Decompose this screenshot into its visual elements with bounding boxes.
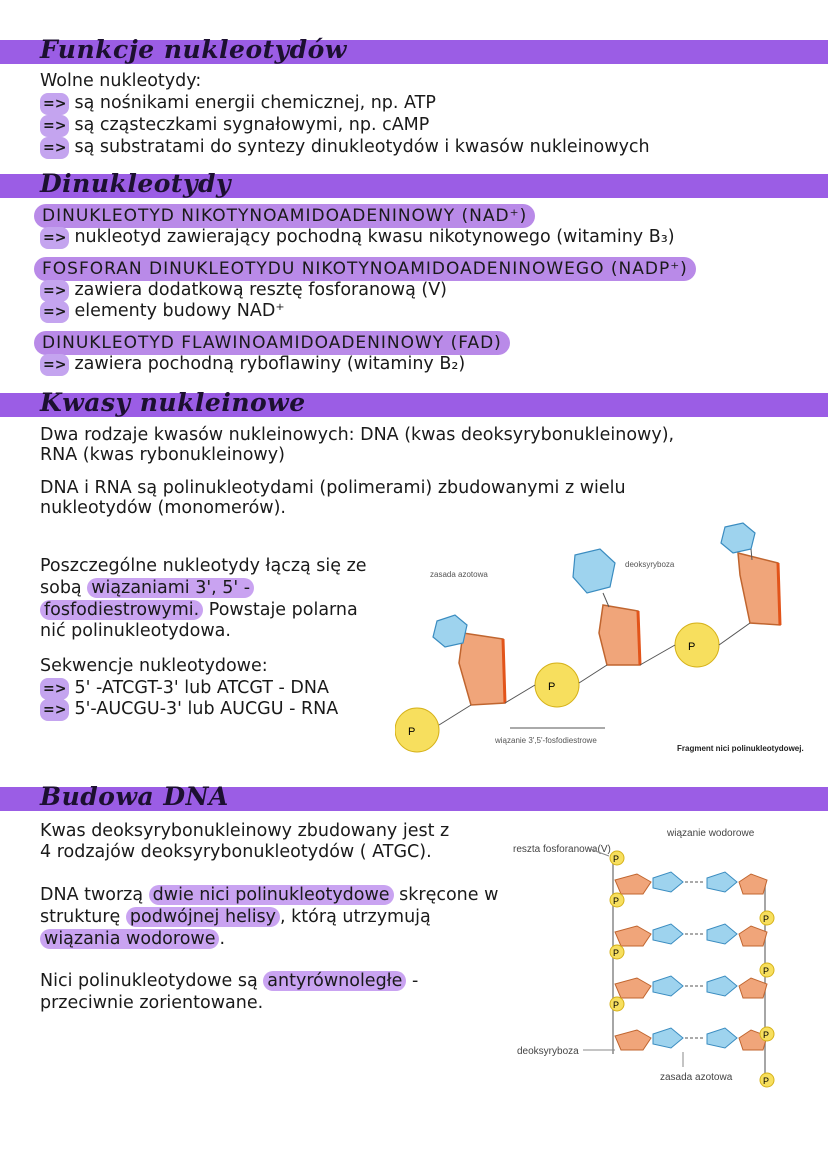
base-ring <box>572 548 616 594</box>
phosphate-circle <box>674 622 720 668</box>
sugar-ring <box>737 552 781 626</box>
base-ring <box>720 522 756 554</box>
paragraph-line: przeciwnie zorientowane. <box>40 993 264 1013</box>
base-ring <box>432 614 468 648</box>
list-item: =>są cząsteczkami sygnałowymi, np. cAMP <box>40 114 429 137</box>
paragraph-line: Sekwencje nukleotydowe: <box>40 656 268 676</box>
svg-text:P: P <box>763 914 769 924</box>
label-wiazanie-wodorowe: wiązanie wodorowe <box>666 828 755 839</box>
phosphate-circle <box>534 662 580 708</box>
svg-text:P: P <box>613 854 619 864</box>
svg-text:P: P <box>763 1076 769 1086</box>
highlight: podwójnej helisy <box>125 907 281 927</box>
svg-text:P: P <box>763 1030 769 1040</box>
list-item: =>są nośnikami energii chemicznej, np. A… <box>40 92 436 115</box>
paragraph-line: RNA (kwas rybonukleinowy) <box>40 445 285 465</box>
svg-text:P: P <box>408 726 415 738</box>
arrow-icon: => <box>40 137 70 159</box>
polynucleotide-figure: P P P zasada azotowa deoksyryboza wiązan… <box>395 522 804 753</box>
section-title-funkcje: Funkcje nukleotydów <box>40 35 347 64</box>
paragraph-line: strukturę podwójnej helisy, którą utrzym… <box>40 907 431 927</box>
arrow-icon: => <box>40 354 70 376</box>
svg-text:P: P <box>613 948 619 958</box>
section-header-band <box>0 393 828 417</box>
base-pair-row <box>614 871 768 895</box>
nad-heading: DINUKLEOTYD NIKOTYNOAMIDOADENINOWY (NAD⁺… <box>34 204 536 228</box>
intro-text: Wolne nukleotydy: <box>40 71 202 91</box>
list-item: =>5' -ATCGT-3' lub ATCGT - DNA <box>40 677 329 700</box>
paragraph-line: nukleotydów (monomerów). <box>40 498 286 518</box>
base-pair-row <box>614 1027 768 1051</box>
phosphate-left: P P P P <box>609 850 625 1012</box>
svg-text:P: P <box>548 681 555 693</box>
paragraph-line: DNA i RNA są polinukleotydami (polimeram… <box>40 478 626 498</box>
label-deoksyryboza: deoksyryboza <box>517 1046 579 1057</box>
highlight: antyrównoległe <box>263 971 407 991</box>
paragraph-line: Poszczególne nukleotydy łączą się ze <box>40 556 367 576</box>
list-item: =>zawiera dodatkową resztę fosforanową (… <box>40 279 447 302</box>
highlight: wiązania wodorowe <box>40 929 220 949</box>
arrow-icon: => <box>40 93 70 115</box>
paragraph-line: Dwa rodzaje kwasów nukleinowych: DNA (kw… <box>40 425 675 445</box>
list-item: =>zawiera pochodną ryboflawiny (witaminy… <box>40 353 465 376</box>
arrow-icon: => <box>40 115 70 137</box>
figure-caption: Fragment nici polinukleotydowej. <box>677 744 804 753</box>
list-item: =>nukleotyd zawierający pochodną kwasu n… <box>40 226 675 249</box>
fad-heading: DINUKLEOTYD FLAWINOAMIDOADENINOWY (FAD) <box>34 331 510 355</box>
list-item: =>elementy budowy NAD⁺ <box>40 300 285 323</box>
paragraph-line: nić polinukleotydowa. <box>40 621 231 641</box>
paragraph-line: 4 rodzajów deoksyrybonukleotydów ( ATGC)… <box>40 842 432 862</box>
label-deoksyryboza: deoksyryboza <box>625 560 675 569</box>
section-header-band <box>0 787 828 811</box>
arrow-icon: => <box>40 699 70 721</box>
dna-ladder-figure: reszta fosforanowa(V) wiązanie wodorowe … <box>513 828 775 1088</box>
paragraph-line: wiązania wodorowe. <box>40 928 225 950</box>
paragraph-line: fosfodiestrowymi. Powstaje polarna <box>40 599 358 621</box>
highlight: fosfodiestrowymi. <box>40 600 204 620</box>
base-pair-row <box>614 923 768 947</box>
phosphate-circle <box>395 707 440 753</box>
paragraph-line: Nici polinukleotydowe są antyrównoległe … <box>40 971 419 991</box>
label-zasada: zasada azotowa <box>430 570 488 579</box>
section-title-dinukleotydy: Dinukleotydy <box>40 169 232 198</box>
sugar-ring <box>458 632 506 706</box>
arrow-icon: => <box>40 678 70 700</box>
arrow-icon: => <box>40 301 70 323</box>
section-header-band <box>0 174 828 198</box>
nadp-heading: FOSFORAN DINUKLEOTYDU NIKOTYNOAMIDOADENI… <box>34 257 696 281</box>
highlight: wiązaniami 3', 5' - <box>87 578 255 598</box>
sugar-ring <box>598 604 641 666</box>
list-item: =>są substratami do syntezy dinukleotydó… <box>40 136 650 159</box>
phosphate-right: P P P P <box>759 910 775 1088</box>
section-title-budowa: Budowa DNA <box>40 782 229 811</box>
base-pair-row <box>614 975 768 999</box>
arrow-icon: => <box>40 280 70 302</box>
label-reszta: reszta fosforanowa(V) <box>513 844 611 855</box>
label-wiazanie: wiązanie 3',5'-fosfodiestrowe <box>494 736 597 745</box>
svg-text:P: P <box>688 641 695 653</box>
svg-text:P: P <box>613 896 619 906</box>
svg-text:P: P <box>763 966 769 976</box>
list-item: =>5'-AUCGU-3' lub AUCGU - RNA <box>40 698 338 721</box>
svg-text:P: P <box>613 1000 619 1010</box>
arrow-icon: => <box>40 227 70 249</box>
section-header-band <box>0 40 828 64</box>
paragraph-line: Kwas deoksyrybonukleinowy zbudowany jest… <box>40 821 450 841</box>
highlight: dwie nici polinukleotydowe <box>148 885 394 905</box>
section-title-kwasy: Kwasy nukleinowe <box>40 388 306 417</box>
label-zasada-azotowa: zasada azotowa <box>660 1072 733 1083</box>
paragraph-line: sobą wiązaniami 3', 5' - <box>40 577 255 599</box>
paragraph-line: DNA tworzą dwie nici polinukleotydowe sk… <box>40 885 499 905</box>
